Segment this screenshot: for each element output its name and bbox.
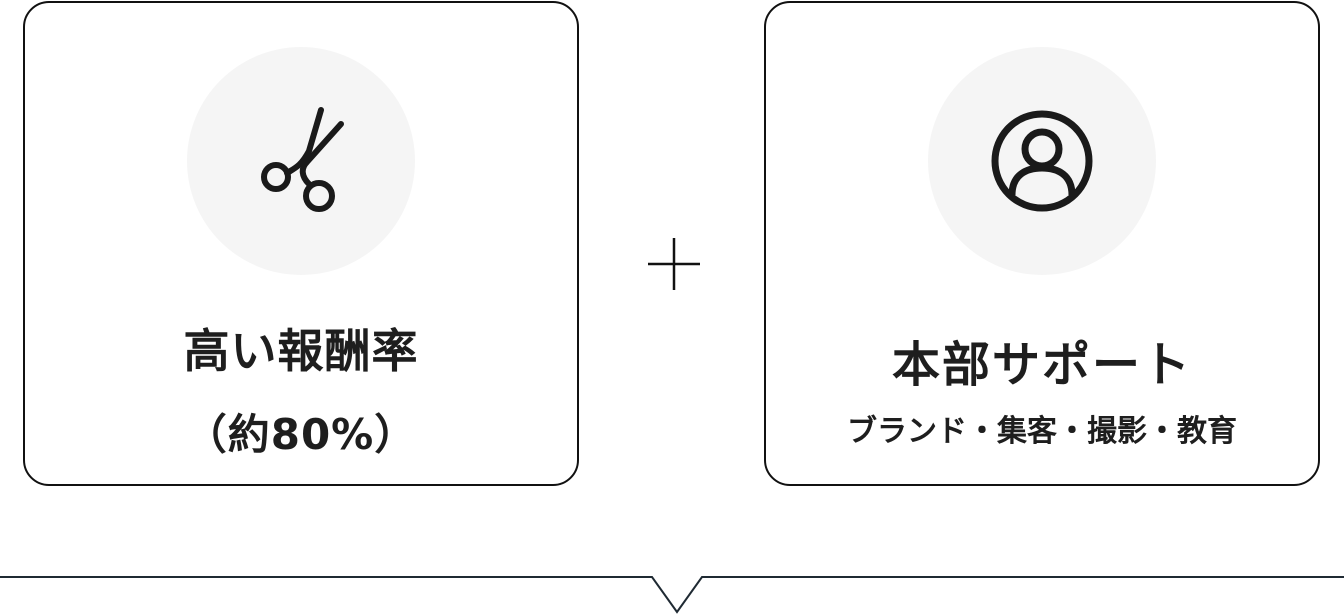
card-title: 高い報酬率: [183, 324, 419, 378]
icon-circle: [928, 47, 1156, 275]
plus-icon: [648, 238, 700, 290]
card-high-reward: 高い報酬率 （約80%）: [23, 1, 579, 486]
icon-circle: [187, 47, 415, 275]
card-title: 本部サポート: [891, 337, 1192, 393]
scissors-icon: [261, 107, 344, 212]
card-subtitle: ブランド・集客・撮影・教育: [847, 414, 1237, 449]
user-circle-icon: [991, 110, 1093, 212]
card-subtitle: （約80%）: [184, 410, 418, 459]
card-hq-support: 本部サポート ブランド・集客・撮影・教育: [764, 1, 1320, 486]
divider-arrow: [0, 576, 1344, 614]
